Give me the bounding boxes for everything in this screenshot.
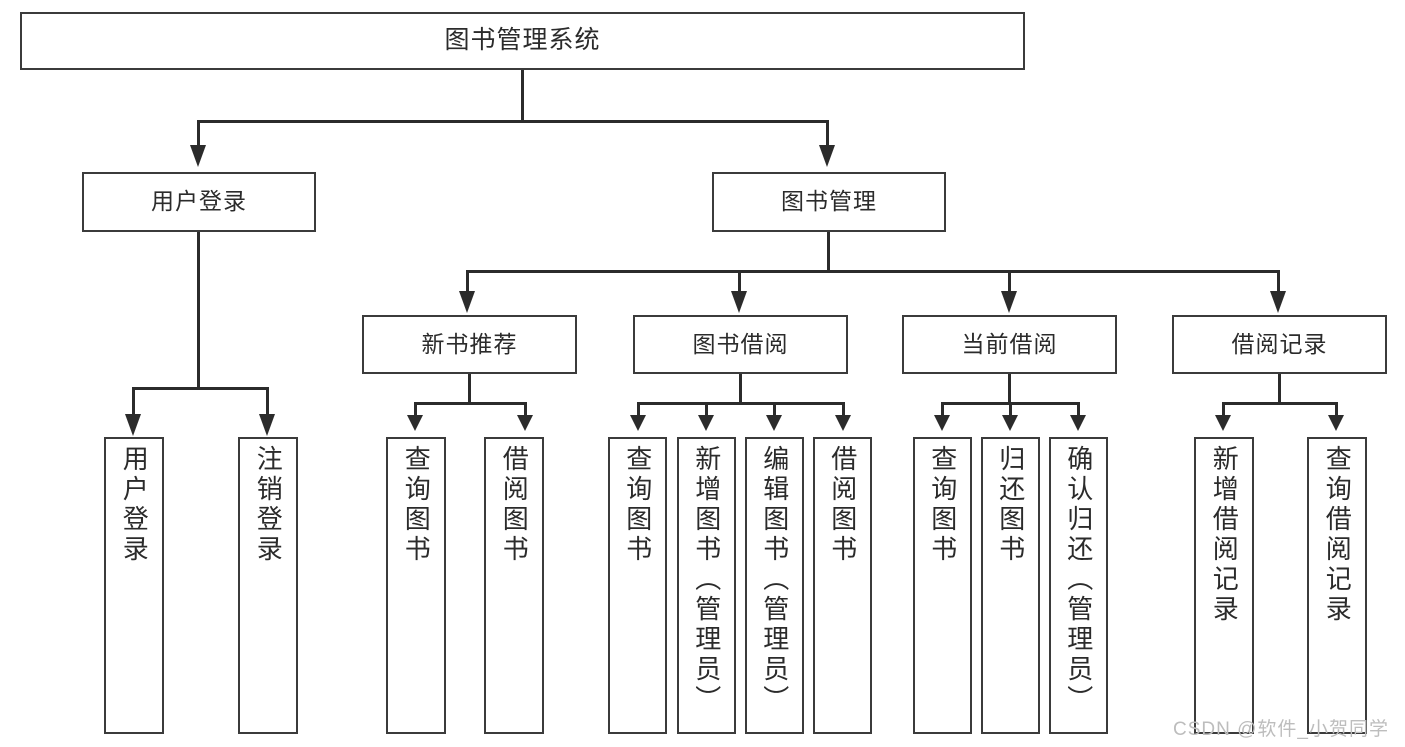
- leaf-new-book-borrow-book[interactable]: 借阅图书: [484, 437, 544, 734]
- leaf-user-login-logout[interactable]: 注销登录: [238, 437, 298, 734]
- edge-root-stem: [521, 70, 524, 120]
- node-label: 当前借阅: [961, 330, 1058, 357]
- node-label: 图书借阅: [692, 330, 789, 357]
- node-new-book-recommend[interactable]: 新书推荐: [362, 315, 577, 374]
- leaf-current-borrow-confirm-return-admin[interactable]: 确认归还（管理员）: [1049, 437, 1108, 734]
- edge-bb-to-leaf-4: [842, 402, 845, 416]
- edge-cb-to-leaf-2: [1009, 402, 1012, 416]
- edge-new-book-to-leaf-2: [524, 402, 527, 416]
- node-label: 查询图书: [401, 445, 432, 565]
- arrow-root-to-book-management-icon: [819, 145, 835, 167]
- arrow-br-to-leaf-2-icon: [1328, 415, 1344, 431]
- arrow-bm-to-book-borrow-icon: [731, 291, 747, 313]
- node-label: 借阅记录: [1231, 330, 1328, 357]
- node-root-book-management-system[interactable]: 图书管理系统: [20, 12, 1025, 70]
- arrow-new-book-to-leaf-2-icon: [517, 415, 533, 431]
- node-label: 编辑图书（管理员）: [759, 445, 790, 715]
- edge-bb-to-leaf-2: [705, 402, 708, 416]
- node-label: 用户登录: [151, 188, 247, 215]
- edge-br-to-leaf-1: [1222, 402, 1225, 416]
- leaf-borrow-record-query-record[interactable]: 查询借阅记录: [1307, 437, 1367, 734]
- node-current-borrow[interactable]: 当前借阅: [902, 315, 1117, 374]
- node-label: 借阅图书: [827, 445, 858, 565]
- arrow-bm-to-current-borrow-icon: [1001, 291, 1017, 313]
- node-label: 新增图书（管理员）: [691, 445, 722, 715]
- node-label: 新增借阅记录: [1209, 445, 1240, 625]
- edge-bm-to-current-borrow: [1008, 270, 1011, 292]
- edge-new-book-bus: [414, 402, 527, 405]
- node-label: 新书推荐: [421, 330, 518, 357]
- edge-cb-to-leaf-1: [941, 402, 944, 416]
- edge-new-book-stem: [468, 374, 471, 402]
- node-label: 查询借阅记录: [1322, 445, 1353, 625]
- leaf-new-book-query-book[interactable]: 查询图书: [386, 437, 446, 734]
- edge-book-management-bus: [466, 270, 1280, 273]
- arrow-new-book-to-leaf-1-icon: [407, 415, 423, 431]
- edge-br-to-leaf-2: [1335, 402, 1338, 416]
- leaf-borrow-record-add-record[interactable]: 新增借阅记录: [1194, 437, 1254, 734]
- edge-book-borrow-bus: [637, 402, 845, 405]
- edge-bm-to-book-borrow: [738, 270, 741, 292]
- arrow-cb-to-leaf-1-icon: [934, 415, 950, 431]
- arrow-bm-to-new-book-icon: [459, 291, 475, 313]
- node-book-management[interactable]: 图书管理: [712, 172, 946, 232]
- leaf-book-borrow-add-book-admin[interactable]: 新增图书（管理员）: [677, 437, 736, 734]
- arrow-bb-to-leaf-2-icon: [698, 415, 714, 431]
- edge-bb-to-leaf-3: [773, 402, 776, 416]
- node-book-borrow[interactable]: 图书借阅: [633, 315, 848, 374]
- edge-user-login-to-leaf-1: [132, 387, 135, 415]
- leaf-book-borrow-borrow-book[interactable]: 借阅图书: [813, 437, 872, 734]
- leaf-book-borrow-edit-book-admin[interactable]: 编辑图书（管理员）: [745, 437, 804, 734]
- arrow-bb-to-leaf-4-icon: [835, 415, 851, 431]
- edge-user-login-bus: [132, 387, 268, 390]
- node-label: 借阅图书: [499, 445, 530, 565]
- leaf-current-borrow-query-book[interactable]: 查询图书: [913, 437, 972, 734]
- arrow-bb-to-leaf-3-icon: [766, 415, 782, 431]
- edge-borrow-record-bus: [1222, 402, 1338, 405]
- edge-bm-to-new-book: [466, 270, 469, 292]
- arrow-bb-to-leaf-1-icon: [630, 415, 646, 431]
- arrow-bm-to-borrow-record-icon: [1270, 291, 1286, 313]
- node-label: 归还图书: [995, 445, 1026, 565]
- edge-bm-to-borrow-record: [1277, 270, 1280, 292]
- edge-book-borrow-stem: [739, 374, 742, 402]
- arrow-cb-to-leaf-3-icon: [1070, 415, 1086, 431]
- node-label: 图书管理: [781, 188, 877, 215]
- leaf-current-borrow-return-book[interactable]: 归还图书: [981, 437, 1040, 734]
- edge-new-book-to-leaf-1: [414, 402, 417, 416]
- node-borrow-record[interactable]: 借阅记录: [1172, 315, 1387, 374]
- edge-current-borrow-stem: [1008, 374, 1011, 402]
- node-label: 确认归还（管理员）: [1063, 445, 1094, 715]
- edge-book-management-stem: [827, 232, 830, 270]
- edge-user-login-to-leaf-2: [266, 387, 269, 415]
- node-label: 查询图书: [927, 445, 958, 565]
- edge-root-to-user-login: [197, 120, 200, 146]
- arrow-br-to-leaf-1-icon: [1215, 415, 1231, 431]
- arrow-root-to-user-login-icon: [190, 145, 206, 167]
- edge-cb-to-leaf-3: [1077, 402, 1080, 416]
- node-label: 图书管理系统: [444, 26, 601, 55]
- leaf-user-login-login[interactable]: 用户登录: [104, 437, 164, 734]
- edge-borrow-record-stem: [1278, 374, 1281, 402]
- edge-root-bus: [197, 120, 829, 123]
- node-label: 用户登录: [119, 445, 150, 565]
- arrow-user-login-to-leaf-1-icon: [125, 414, 141, 436]
- node-user-login[interactable]: 用户登录: [82, 172, 316, 232]
- node-label: 注销登录: [253, 445, 284, 565]
- edge-bb-to-leaf-1: [637, 402, 640, 416]
- edge-root-to-book-management: [826, 120, 829, 146]
- node-label: 查询图书: [622, 445, 653, 565]
- arrow-cb-to-leaf-2-icon: [1002, 415, 1018, 431]
- arrow-user-login-to-leaf-2-icon: [259, 414, 275, 436]
- edge-user-login-stem: [197, 232, 200, 387]
- leaf-book-borrow-query-book[interactable]: 查询图书: [608, 437, 667, 734]
